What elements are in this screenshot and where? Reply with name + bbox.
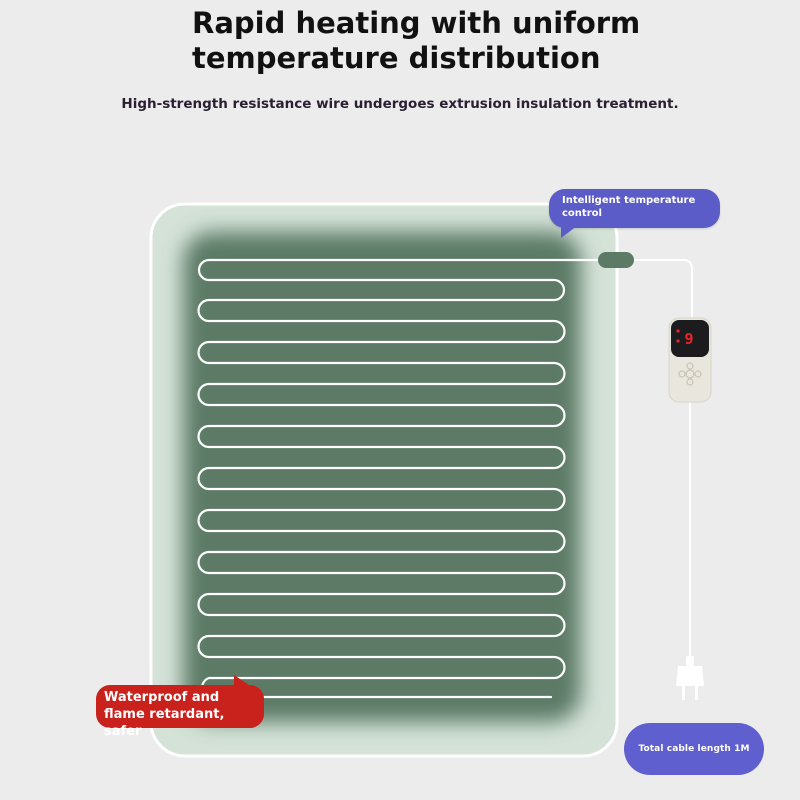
power-cable	[634, 259, 693, 320]
title-line-1: Rapid heating with uniform	[192, 6, 641, 40]
callout-temperature-control: Intelligent temperature control	[549, 189, 720, 238]
callout-safety-text: Waterproof and flame retardant, safer	[104, 690, 225, 739]
heating-wire	[197, 258, 602, 699]
controller-button-up	[686, 362, 694, 370]
cable-connector	[598, 252, 634, 268]
power-plug-icon	[676, 656, 704, 700]
controller-screen	[671, 320, 709, 357]
callout-cable-length-text: Total cable length 1M	[638, 744, 750, 754]
plug-neck	[686, 656, 694, 666]
subtitle: High-strength resistance wire undergoes …	[121, 96, 679, 112]
controller-indicator-dot	[676, 329, 680, 333]
page-title: Rapid heating with uniform temperature d…	[192, 6, 752, 76]
controller-button-down	[686, 378, 694, 386]
plug-prong-right	[695, 686, 698, 700]
heating-pad-core	[183, 232, 581, 722]
controller-button-center	[685, 369, 695, 379]
callout-temperature-control-text: Intelligent temperature control	[562, 195, 696, 219]
controller-indicator-dot	[676, 339, 680, 343]
callout-safety: Waterproof and flame retardant, safer	[96, 675, 264, 739]
controller-buttons	[678, 362, 702, 386]
plug-prong-left	[682, 686, 685, 700]
controller-display-value: 9	[684, 330, 693, 348]
callout-cable-length: Total cable length 1M	[624, 723, 764, 775]
plug-body	[676, 666, 704, 686]
title-line-2: temperature distribution	[192, 41, 601, 75]
controller-button-right	[694, 370, 702, 378]
controller-button-left	[678, 370, 686, 378]
